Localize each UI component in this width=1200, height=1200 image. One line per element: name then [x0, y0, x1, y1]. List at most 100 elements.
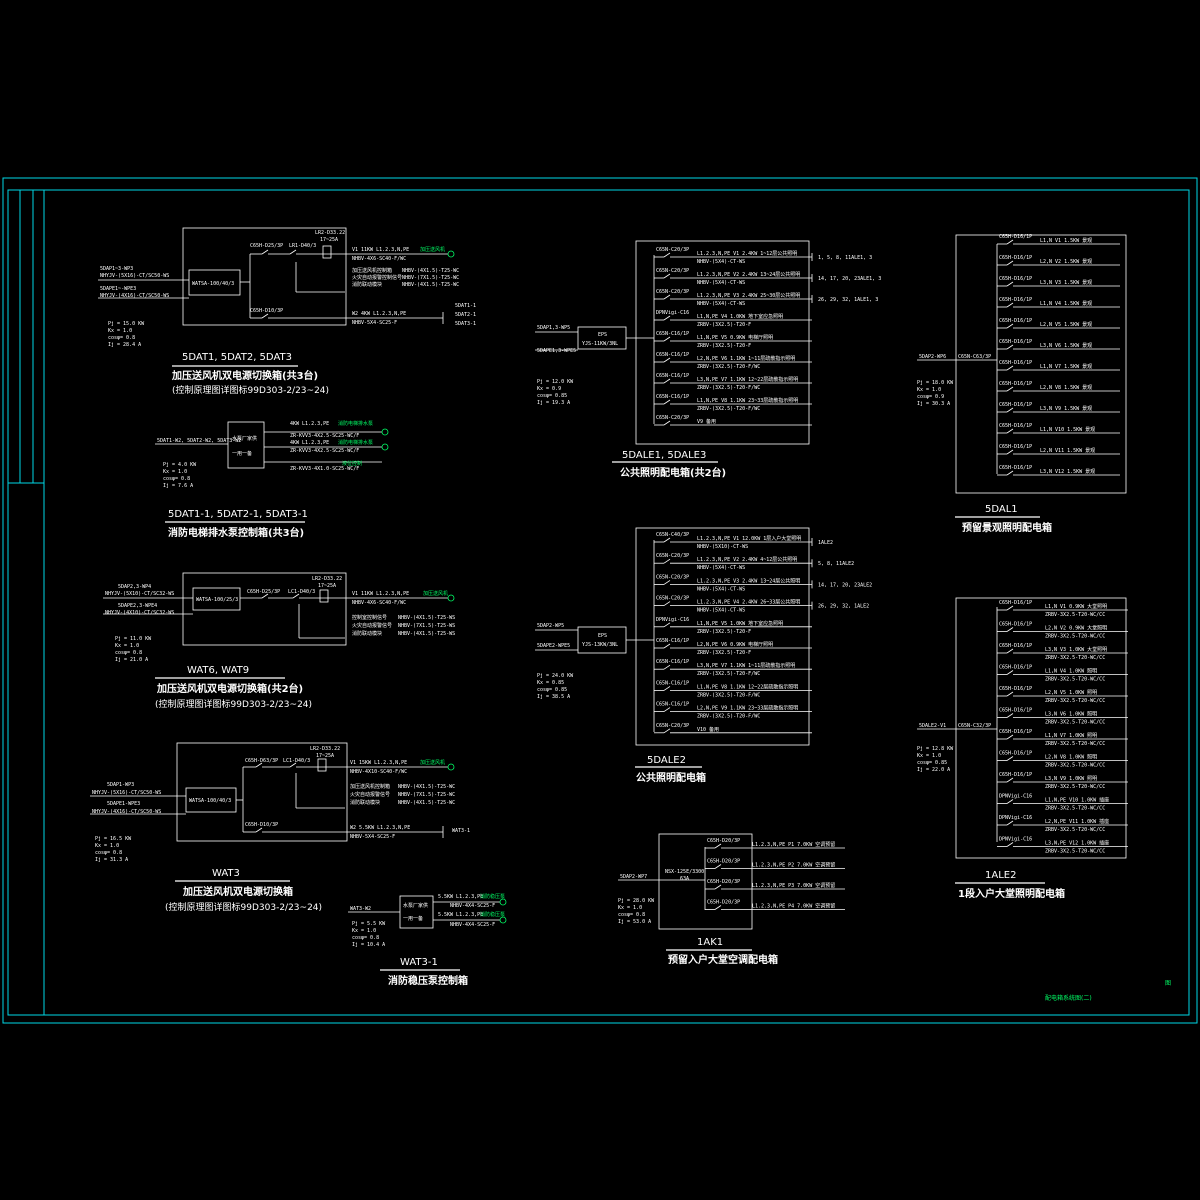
panel-sub: (控制原理图详图标99D303-2/23~24): [155, 698, 312, 710]
thermal-relay-range: 17~25A: [316, 753, 334, 759]
ctrl-3: 消防联动模块: [352, 630, 382, 637]
circuit-label: L3,N V6 1.0KW 照明: [1045, 712, 1097, 718]
ctrl-1-cable: NHBV-(4X1.5)-T25-WS: [398, 615, 455, 621]
outlet-1-spec: V1 11KW L1.2.3,N,PE: [352, 591, 409, 597]
cable-label: NHBV-(5X4)-CT-WS: [697, 259, 745, 265]
cable-label: ZRBV-3X2.5-T20-WC/CC: [1045, 612, 1105, 618]
breaker-1: C65H-D63/3P: [245, 758, 278, 764]
input-1-id: 5DAP1-WP3: [107, 782, 134, 788]
cable-label: ZRBV-3X2.5-T20-WC/CC: [1045, 741, 1105, 747]
breaker-label: DPNVigi-C16: [999, 815, 1032, 821]
cable-label: ZRBV-(3X2.5)-T20-F: [697, 343, 751, 349]
breaker-label: C65H-D16/1P: [999, 339, 1032, 345]
breaker-2: C65H-D10/3P: [245, 822, 278, 828]
circuit-label: L2,N,PE V6 1.1KW 1~11层疏散指示照明: [697, 355, 795, 362]
breaker-label: C65H-D16/1P: [999, 465, 1032, 471]
breaker-label: C65N-C20/3P: [656, 247, 689, 253]
cable-label: NHBV-(5X4)-CT-WS: [697, 280, 745, 286]
breaker-label: C65H-D16/1P: [999, 423, 1032, 429]
out-1-cable: ZR-KVV3-4X2.5-SC25-WC/F: [290, 433, 359, 439]
breaker-label: C65H-D16/1P: [999, 751, 1032, 757]
breaker-2: C65H-D10/3P: [250, 308, 283, 314]
breaker-label: C65N-C16/1P: [656, 373, 689, 379]
panel-caption: 加压送风机双电源切换箱: [182, 885, 293, 898]
outlet-1-load: 加压送风机: [423, 590, 448, 597]
circuit-label: L1.2.3,N,PE V2 2.4KW 4~12层公共照明: [697, 556, 797, 563]
outlet-1-spec: V1 11KW L1.2.3,N,PE: [352, 247, 409, 253]
pump-duty: 一用一备: [403, 915, 423, 922]
outlet-2-dest-1: 5DAT1-1: [455, 303, 476, 309]
panel-sub: (控制原理图详图标99D303-2/23~24): [172, 384, 329, 396]
panel-label: 5DALE2: [647, 755, 686, 766]
panel-label: 5DALE1, 5DALE3: [622, 450, 706, 461]
cable-label: ZRBV-3X2.5-T20-WC/CC: [1045, 784, 1105, 790]
panel-caption: 加压送风机双电源切换箱(共3台): [171, 369, 318, 382]
transfer-switch: [188, 269, 241, 296]
outlet-2-spec: W2 4KW L1.2.3,N,PE: [352, 311, 406, 317]
stat-pj: Pj = 16.5 KW: [95, 836, 132, 842]
panel-label: WAT3: [212, 868, 240, 879]
circuit-label: L2,N,PE V9 1.1KW 23~33层疏散指示照明: [697, 705, 798, 712]
out-2-load: 消防电梯排水泵: [338, 439, 373, 446]
ctrl-2-cable: NHBV-(7X1.5)-T25-WS: [398, 623, 455, 629]
circuit-label: L1.2.3,N,PE P4 7.0KW 空调预留: [752, 903, 835, 910]
out-3-cable: ZR-KVV3-4X1.0-SC25-WC/F: [290, 466, 359, 472]
panel-sub: (控制原理图详图标99D303-2/23~24): [165, 901, 322, 913]
cable-label: ZRBV-3X2.5-T20-WC/CC: [1045, 655, 1105, 661]
panel-wat3: WATSA-100/40/3 5DAP1-WP3 NHYJV-(5X16)-CT…: [90, 742, 470, 913]
breaker-label: C65N-C16/1P: [656, 680, 689, 686]
ctrl-2-cable: NHBV-(7X1.5)-T25-WC: [398, 792, 455, 798]
panel-label: 1ALE2: [985, 870, 1016, 881]
breaker-label: C65N-C20/3P: [656, 723, 689, 729]
cable-label: NHBV-(5X4)-CT-WS: [697, 586, 745, 592]
panel-5dat-1: 5DAT1-W2, 5DAT2-W2, 5DAT3-W2 水泵厂家供 一用一备 …: [155, 420, 389, 539]
cable-label: ZRBV-3X2.5-T20-WC/CC: [1045, 720, 1105, 726]
stat-ij: Ij = 30.3 A: [917, 401, 950, 407]
cable-label: ZRBV-3X2.5-T20-WC/CC: [1045, 698, 1105, 704]
input-id: 5DAT1-W2, 5DAT2-W2, 5DAT3-W2: [157, 438, 241, 444]
circuit-label: L1,N,PE V5 0.9KW 电梯厅照明: [697, 334, 773, 341]
destination-label: 5, 8, 11ALE2: [818, 561, 854, 567]
breaker-label: C65H-D16/1P: [999, 402, 1032, 408]
thermal-relay-range: 17~25A: [320, 237, 338, 243]
stat-pj: Pj = 18.0 KW: [917, 380, 954, 386]
stat-ij: Ij = 22.0 A: [917, 767, 950, 773]
cable-label: NHBV-(5X4)-CT-WS: [697, 565, 745, 571]
eps-model: YJS-11KW/3NL: [582, 341, 618, 347]
panel-caption: 消防稳压泵控制箱: [388, 974, 468, 987]
circuit-label: L1,N V10 1.5KW 景观: [1040, 426, 1095, 433]
stat-cos: cosφ= 0.8: [618, 912, 645, 918]
out-1: 5.5KW L1.2.3,PE: [438, 894, 483, 900]
outlet-1-spec: V1 15KW L1.2.3,N,PE: [350, 760, 407, 766]
cable-label: ZRBV-(3X2.5)-T20-F/WC: [697, 671, 760, 677]
ctrl-2: 火灾自动报警控制信号: [352, 274, 402, 281]
circuit-label: L1.2.3,N,PE V3 2.4KW 13~24层公共照明: [697, 577, 800, 584]
stat-ij: Ij = 28.4 A: [108, 342, 141, 348]
destination-label: 14, 17, 20, 23ALE1, 3: [818, 276, 881, 282]
breaker-label: C65H-D16/1P: [999, 729, 1032, 735]
breaker-label: DPNVigi-C16: [656, 310, 689, 316]
breaker-label: C65H-D16/1P: [999, 772, 1032, 778]
input-1-cable: NHYJV-(5X16)-CT/SC50-WS: [92, 790, 161, 796]
stat-ij: Ij = 7.6 A: [163, 483, 193, 489]
stat-cos: cosφ= 0.8: [163, 476, 190, 482]
breaker-1: C65H-D25/3P: [250, 243, 283, 249]
input-id: 5DALE2-V1: [919, 723, 946, 729]
stat-ij: Ij = 38.5 A: [537, 694, 570, 700]
eps-label: EPS: [598, 633, 607, 639]
main-breaker: C65N-C32/3P: [958, 723, 991, 729]
thermal-relay: LR2-D33.22: [310, 746, 340, 752]
ctrl-2: 火灾自动报警信号: [352, 622, 392, 629]
breaker-label: C65H-D20/3P: [707, 900, 740, 906]
stat-cos: cosφ= 0.85: [537, 393, 567, 399]
